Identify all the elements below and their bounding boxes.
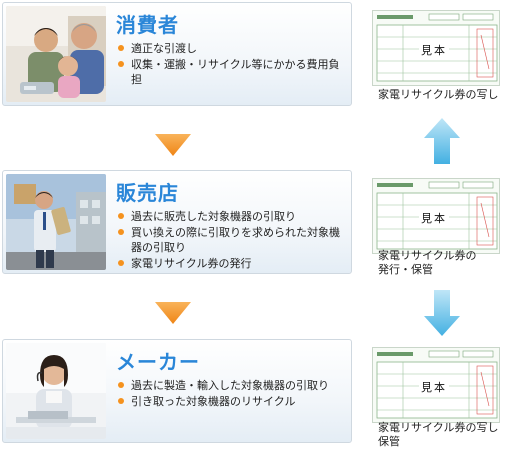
retailer-bullet-list: 過去に販売した対象機器の引取り 買い換えの際に引取りを求められた対象機器の引取り… bbox=[116, 209, 348, 272]
recycle-ticket-sample: 見本 bbox=[372, 347, 500, 423]
down-arrow-blue-icon bbox=[424, 290, 460, 336]
bullet-dot-icon bbox=[118, 382, 124, 388]
consumer-bullet: 収集・運搬・リサイクル等にかかる費用負担 bbox=[116, 57, 348, 87]
bullet-dot-icon bbox=[118, 229, 124, 235]
manufacturer-bullet-text: 過去に製造・輸入した対象機器の引取り bbox=[131, 379, 329, 392]
recycle-ticket-sample: 見本 bbox=[372, 178, 500, 254]
ticket-caption: 家電リサイクル券の写し bbox=[378, 88, 498, 102]
consumer-bullet-text: 収集・運搬・リサイクル等にかかる費用負担 bbox=[131, 58, 340, 86]
manufacturer-bullet: 過去に製造・輸入した対象機器の引取り bbox=[116, 378, 348, 393]
ticket-caption-text: 家電リサイクル券の写し bbox=[378, 88, 499, 101]
retailer-bullet-text: 買い換えの際に引取りを求められた対象機器の引取り bbox=[131, 226, 340, 254]
manufacturer-bullet-text: 引き取った対象機器のリサイクル bbox=[131, 395, 296, 408]
retailer-bullet: 過去に販売した対象機器の引取り bbox=[116, 209, 348, 224]
manufacturer-bullet-list: 過去に製造・輸入した対象機器の引取り 引き取った対象機器のリサイクル bbox=[116, 378, 348, 410]
sample-stamp: 見本 bbox=[419, 210, 449, 226]
consumer-photo bbox=[6, 6, 106, 102]
manufacturer-bullet: 引き取った対象機器のリサイクル bbox=[116, 394, 348, 409]
consumer-title: 消費者 bbox=[116, 13, 179, 37]
bullet-dot-icon bbox=[118, 398, 124, 404]
recycle-ticket-sample: 見本 bbox=[372, 10, 500, 86]
retailer-bullet: 家電リサイクル券の発行 bbox=[116, 256, 348, 271]
down-arrow-icon bbox=[155, 134, 191, 156]
ticket-caption-text: 家電リサイクル券の 発行・保管 bbox=[378, 249, 477, 276]
consumer-bullet: 適正な引渡し bbox=[116, 41, 348, 56]
bullet-dot-icon bbox=[118, 61, 124, 67]
retailer-photo bbox=[6, 174, 106, 270]
sample-stamp: 見本 bbox=[419, 42, 449, 58]
ticket-caption: 家電リサイクル券の 発行・保管 bbox=[378, 249, 476, 277]
ticket-caption: 家電リサイクル券の写し 保管 bbox=[378, 421, 498, 449]
sample-stamp: 見本 bbox=[419, 379, 449, 395]
retailer-bullet-text: 過去に販売した対象機器の引取り bbox=[131, 210, 296, 223]
consumer-bullet-list: 適正な引渡し 収集・運搬・リサイクル等にかかる費用負担 bbox=[116, 41, 348, 88]
manufacturer-title: メーカー bbox=[116, 350, 200, 374]
retailer-bullet-text: 家電リサイクル券の発行 bbox=[131, 257, 252, 270]
up-arrow-icon bbox=[424, 118, 460, 164]
manufacturer-photo bbox=[6, 343, 106, 439]
consumer-panel: 消費者 適正な引渡し 収集・運搬・リサイクル等にかかる費用負担 bbox=[2, 2, 352, 106]
bullet-dot-icon bbox=[118, 260, 124, 266]
down-arrow-icon bbox=[155, 302, 191, 324]
bullet-dot-icon bbox=[118, 45, 124, 51]
bullet-dot-icon bbox=[118, 213, 124, 219]
retailer-title: 販売店 bbox=[116, 181, 179, 205]
retailer-panel: 販売店 過去に販売した対象機器の引取り 買い換えの際に引取りを求められた対象機器… bbox=[2, 170, 352, 274]
manufacturer-panel: メーカー 過去に製造・輸入した対象機器の引取り 引き取った対象機器のリサイクル bbox=[2, 339, 352, 443]
ticket-caption-text: 家電リサイクル券の写し 保管 bbox=[378, 421, 499, 448]
consumer-bullet-text: 適正な引渡し bbox=[131, 42, 197, 55]
retailer-bullet: 買い換えの際に引取りを求められた対象機器の引取り bbox=[116, 225, 348, 255]
